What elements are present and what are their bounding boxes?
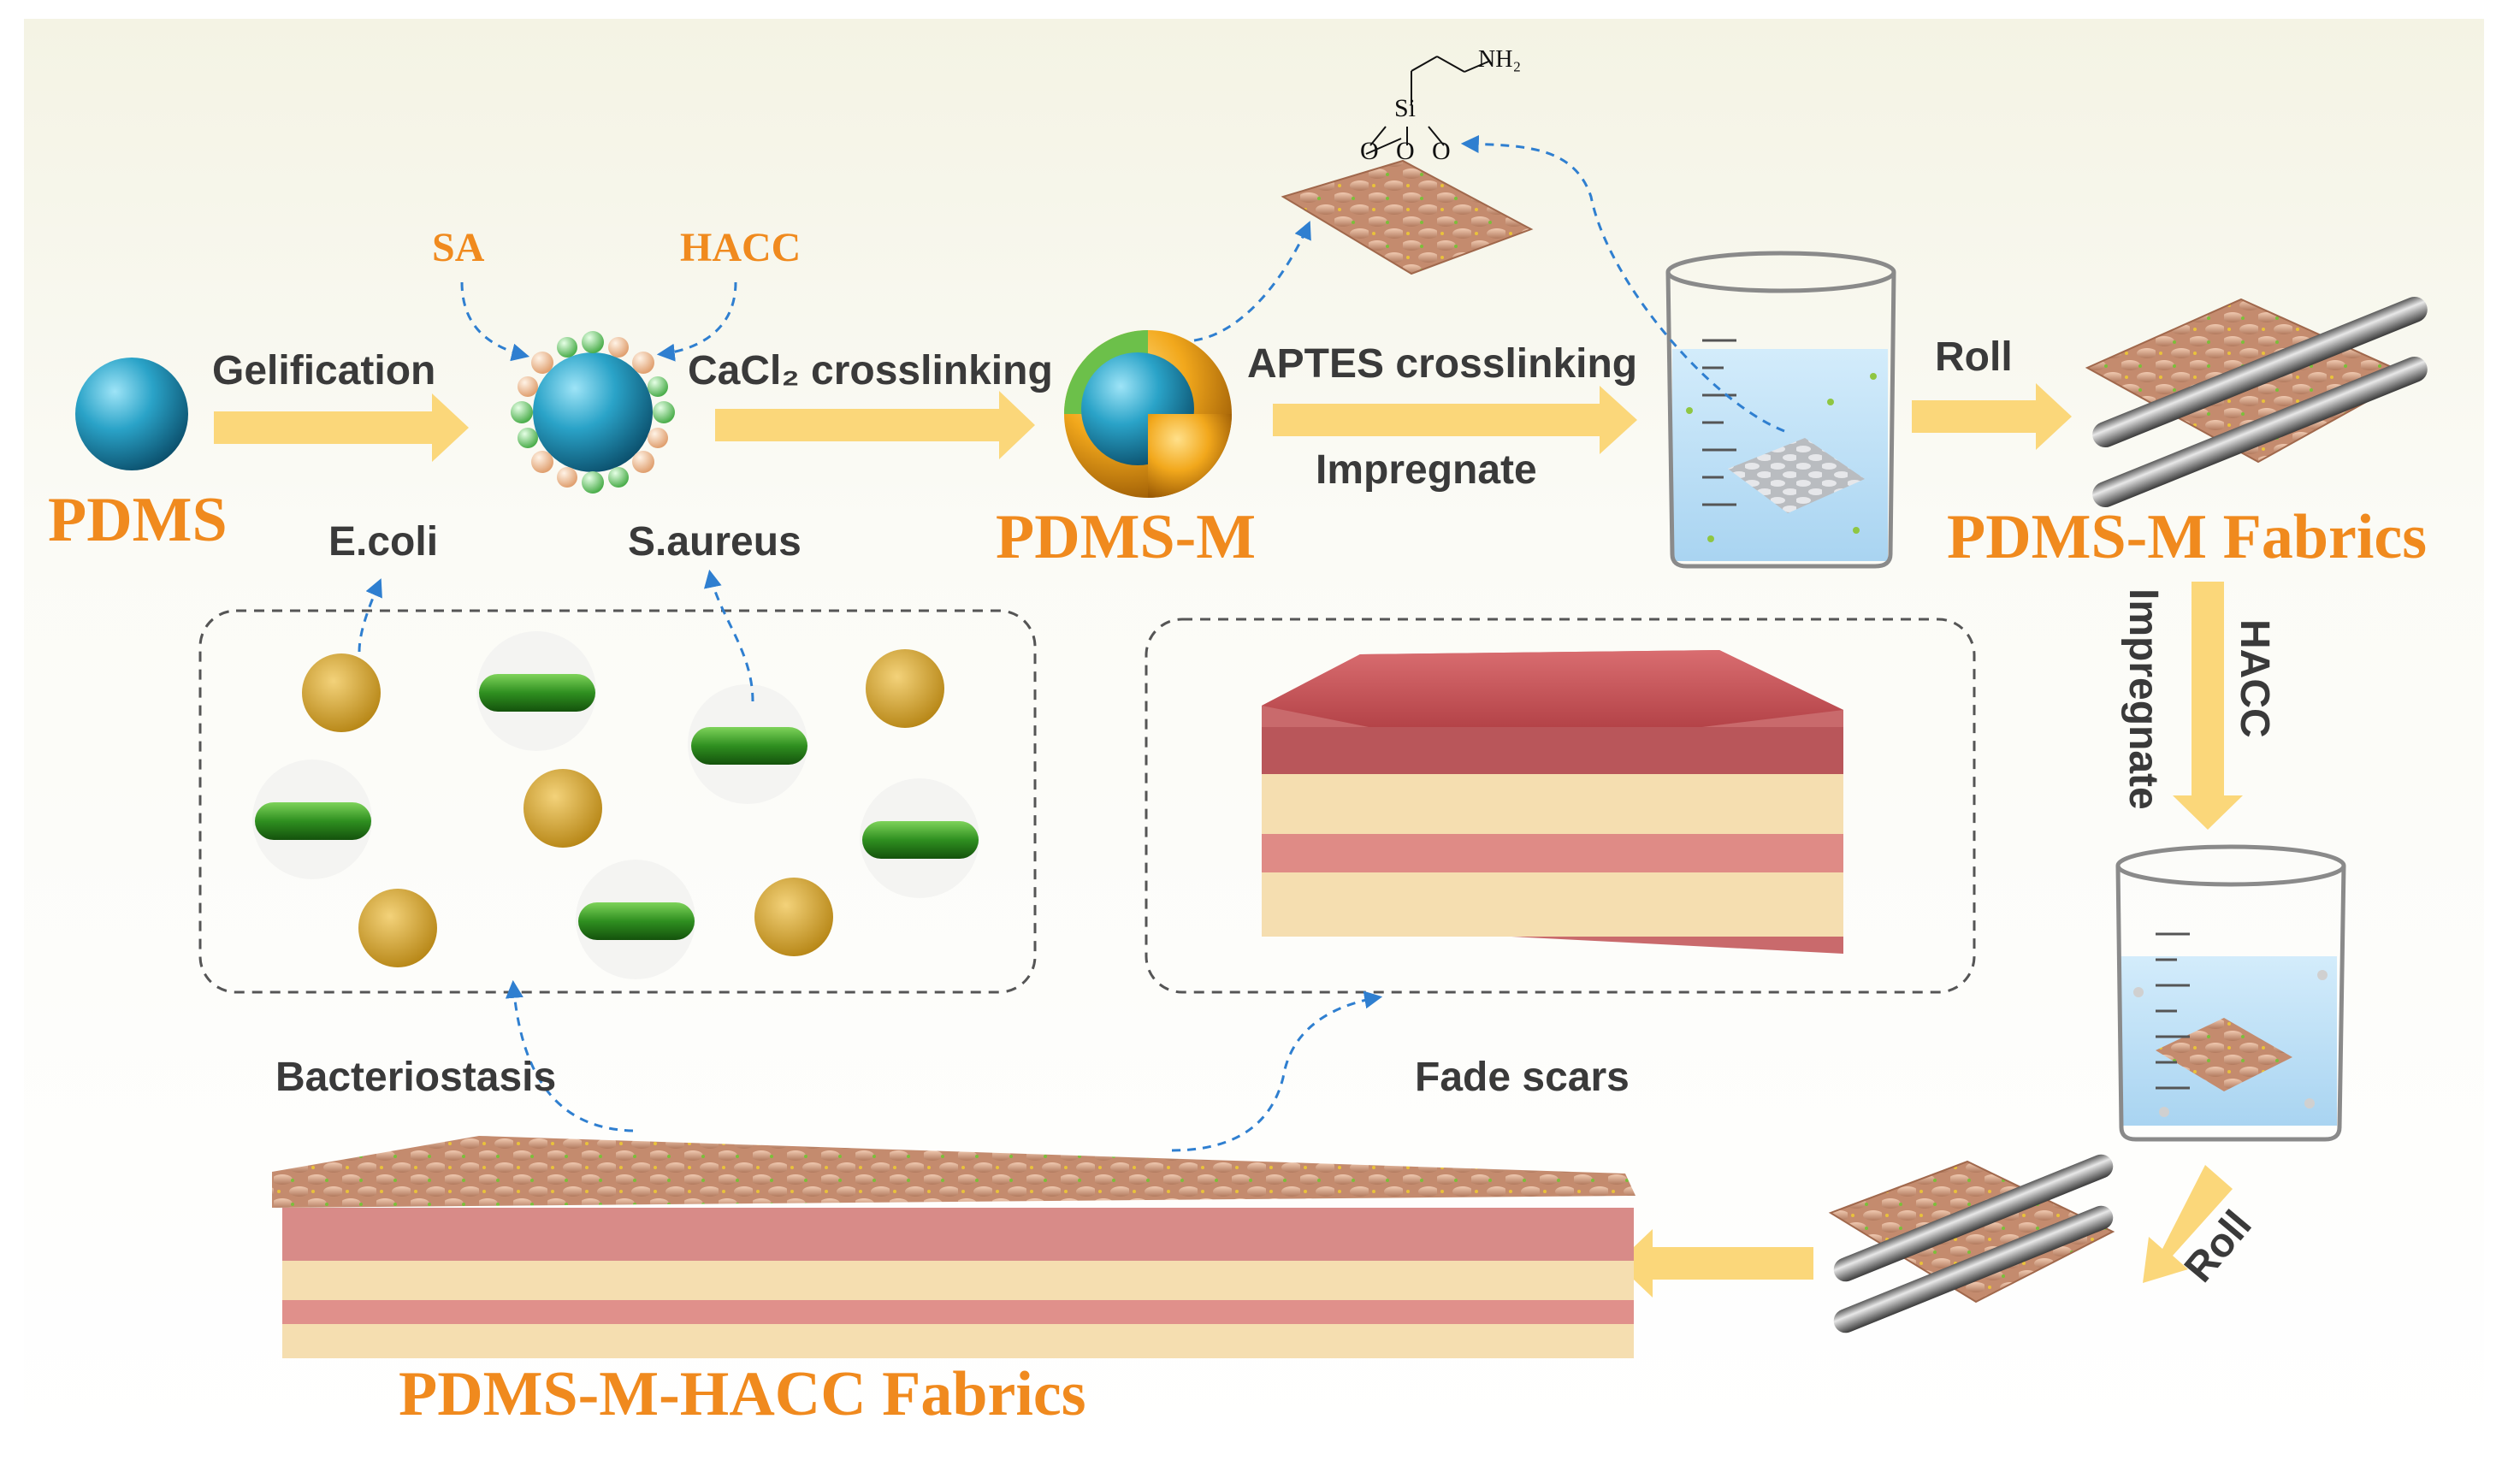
bacteria-panel <box>198 609 1037 994</box>
pdms-label: PDMS <box>48 485 228 555</box>
arrow-down-impregnate <box>2173 582 2243 830</box>
dashed-hacc-to-sphere <box>656 281 737 362</box>
arrow-gelification <box>214 393 469 462</box>
rolled-fabric-2 <box>1828 1154 2115 1333</box>
woven-fabric-aptes <box>1281 56 1534 275</box>
skin-panel <box>1145 618 1976 994</box>
sa-beads <box>511 331 675 494</box>
bacillus-5 <box>576 860 695 979</box>
gelification-label: Gelification <box>212 348 436 393</box>
roll-label-1: Roll <box>1935 334 2013 380</box>
coated-sphere <box>511 331 675 494</box>
arrow-roll-1 <box>1912 383 2072 450</box>
sa-label: SA <box>432 225 485 270</box>
oxygen-label-2: O <box>1396 137 1415 165</box>
process-arrows <box>214 383 2243 1298</box>
pdms-m-core-shell <box>1064 330 1232 498</box>
impregnate-label-2: Impregnate <box>2121 588 2166 810</box>
dashed-sphere-to-fabric <box>1193 221 1311 342</box>
beaker-1 <box>1665 251 1896 569</box>
coccus-4 <box>358 889 437 967</box>
pdms-sphere <box>75 358 188 470</box>
arrow-aptes <box>1273 386 1637 454</box>
pdms-m-label: PDMS-M <box>996 502 1257 572</box>
aptes-crosslinking-label: APTES crosslinking <box>1247 341 1638 387</box>
bacillus-4 <box>860 778 979 898</box>
arrow-to-skin <box>1617 1229 1813 1298</box>
impregnate-label-1: Impregnate <box>1316 447 1537 493</box>
cacl2-crosslinking-label: CaCl₂ crosslinking <box>688 348 1053 393</box>
beaker-2 <box>2115 844 2346 1142</box>
coccus-3 <box>866 649 944 728</box>
bacillus-1 <box>476 631 596 751</box>
silicon-label: Si <box>1394 94 1417 122</box>
dashed-bacteria-to-ecoli <box>358 578 382 653</box>
dashed-fabric-to-skin <box>1171 990 1383 1152</box>
fade-scars-label: Fade scars <box>1415 1055 1630 1100</box>
dashed-arrows <box>358 134 1785 1152</box>
arrow-roll-2 <box>2143 1165 2233 1283</box>
bacillus-2 <box>252 760 372 879</box>
amine-label: NH₂ <box>1478 46 1522 73</box>
dashed-beaker-to-chem <box>1460 134 1785 433</box>
rolled-fabric-1 <box>2085 296 2428 508</box>
hacc-label: HACC <box>680 225 801 270</box>
bacillus-3 <box>688 684 807 804</box>
saureus-label: S.aureus <box>628 519 801 565</box>
oxygen-label-1: O <box>1360 137 1379 165</box>
coccus-2 <box>523 769 602 848</box>
dashed-bacteria-to-saureus <box>704 569 754 702</box>
coccus-1 <box>302 653 381 732</box>
bacteriostasis-label: Bacteriostasis <box>275 1055 557 1100</box>
pdms-m-fabrics-label: PDMS-M Fabrics <box>1947 502 2428 572</box>
hacc-label-2: HACC <box>2232 619 2277 738</box>
bacteria-illustrations <box>252 631 979 979</box>
dashed-fabric-to-bacteria <box>505 979 634 1132</box>
pdms-m-hacc-fabrics-label: PDMS-M-HACC Fabrics <box>399 1359 1086 1429</box>
skin-block <box>1262 650 1843 954</box>
fabric-on-skin <box>272 1136 1636 1358</box>
oxygen-label-3: O <box>1432 137 1451 165</box>
dashed-sa-to-sphere <box>460 281 530 362</box>
coccus-5 <box>754 878 833 956</box>
ecoli-label: E.coli <box>328 519 439 565</box>
arrow-cacl2 <box>715 391 1035 459</box>
